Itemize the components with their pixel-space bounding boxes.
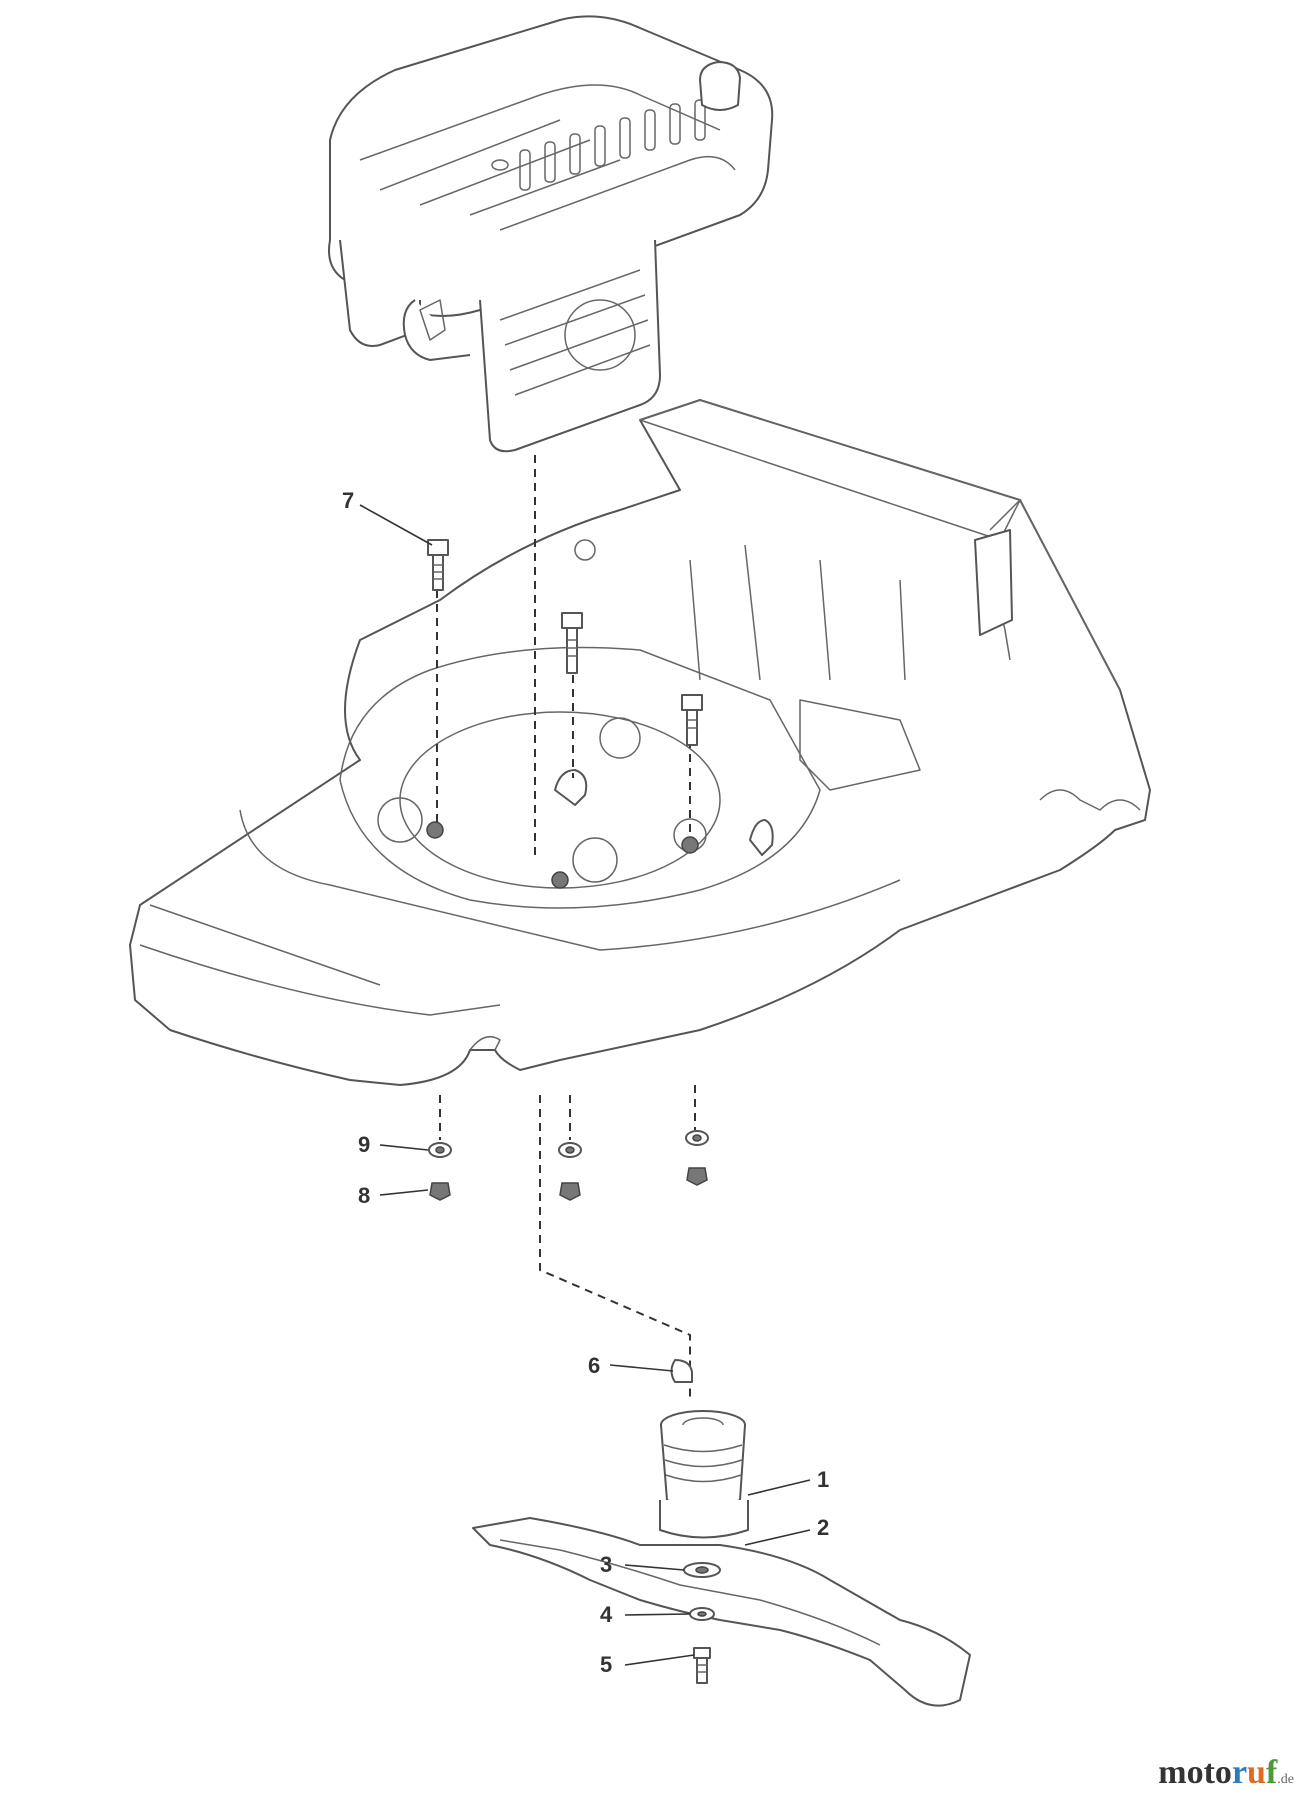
engine-assembly [328, 15, 774, 453]
deck-bolts [427, 539, 703, 746]
key-part-6 [670, 1359, 693, 1383]
bolt-7c [681, 694, 703, 746]
washers-and-nuts [428, 1130, 709, 1201]
callout-7: 7 [342, 488, 354, 513]
mower-deck [129, 399, 1151, 1086]
callout-1: 1 [817, 1467, 829, 1492]
bolt-7b [561, 612, 583, 674]
callout-3: 3 [600, 1552, 612, 1577]
blade-part-2 [472, 1517, 971, 1707]
blade-hardware [683, 1562, 721, 1684]
leader-lines [359, 504, 811, 1666]
callout-9: 9 [358, 1132, 370, 1157]
callout-2: 2 [817, 1515, 829, 1540]
bolt-7a [427, 539, 449, 591]
blade-adapter-part-1 [659, 1410, 749, 1539]
engine-fins [519, 99, 706, 191]
callout-labels: 1 2 3 4 5 6 7 8 9 [342, 488, 829, 1677]
callout-8: 8 [358, 1183, 370, 1208]
callout-4: 4 [600, 1602, 613, 1627]
motoruf-watermark-logo: motoruf.de [1158, 1754, 1294, 1791]
callout-5: 5 [600, 1652, 612, 1677]
callout-6: 6 [588, 1353, 600, 1378]
